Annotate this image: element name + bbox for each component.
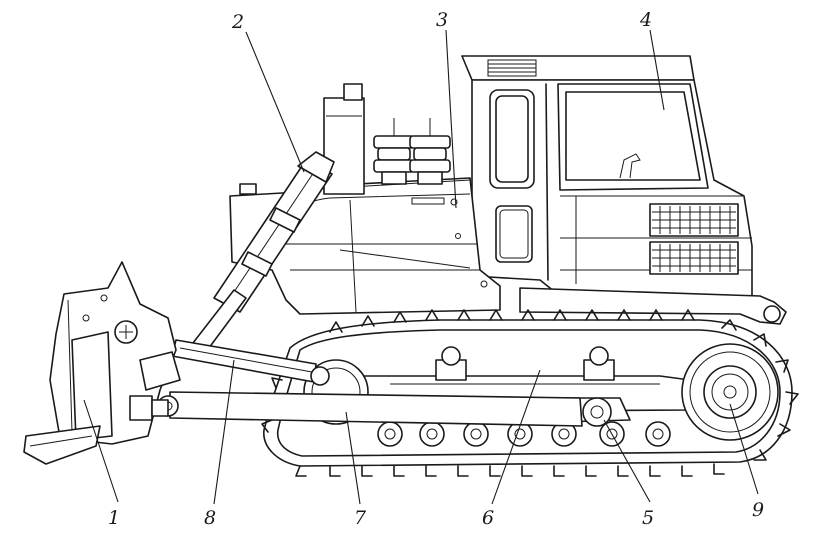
label-8: 8 [204, 507, 216, 529]
label-2: 2 [231, 11, 244, 33]
label-4: 4 [639, 9, 652, 31]
cab-roof-vent [487, 59, 537, 77]
label-7: 7 [354, 507, 367, 529]
leader-9 [729, 403, 759, 495]
drive-sprocket [681, 343, 779, 441]
label-3: 3 [436, 9, 448, 31]
leader-lines [83, 29, 759, 505]
leader-3 [445, 29, 457, 209]
air-precleaner-left [373, 118, 415, 185]
lift-cylinder [185, 151, 335, 361]
leader-7 [345, 411, 361, 505]
leader-5 [603, 419, 651, 503]
track-grousers [261, 309, 799, 477]
carrier-roller-rear [583, 346, 615, 381]
radiator-grille-upper [649, 203, 739, 237]
radiator-grille-lower [649, 241, 739, 275]
exhaust-stack [323, 83, 365, 195]
leader-4 [649, 29, 665, 111]
push-beam [157, 391, 583, 427]
part-labels: 1 2 3 4 5 6 7 8 9 [108, 9, 764, 529]
dozer-blade [23, 261, 181, 465]
label-5: 5 [642, 507, 654, 529]
leader-1 [83, 399, 119, 503]
carrier-roller-front [435, 346, 467, 381]
label-6: 6 [482, 507, 494, 529]
air-precleaner-right [409, 118, 451, 185]
leader-2 [245, 31, 305, 173]
label-9: 9 [752, 499, 764, 521]
tilt-cylinder [171, 339, 330, 386]
label-1: 1 [108, 507, 120, 529]
leader-8 [213, 359, 235, 505]
leader-6 [491, 369, 541, 505]
